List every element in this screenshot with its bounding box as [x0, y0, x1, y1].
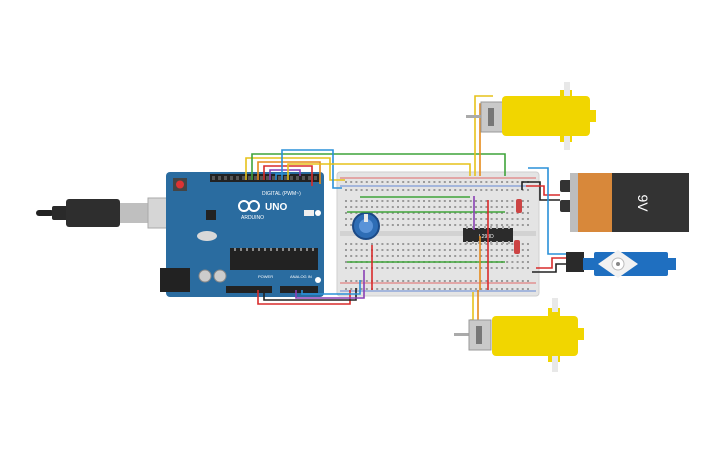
atmega-chip [230, 248, 318, 270]
power-jack [160, 268, 190, 292]
analog-header [280, 286, 318, 293]
driver-chip-label: L293D [479, 234, 494, 240]
resistor-1[interactable] [516, 199, 522, 213]
arduino-model-text: UNO [265, 202, 287, 213]
battery-9v[interactable]: 9V [560, 173, 689, 232]
resistor-2[interactable] [514, 240, 520, 254]
servo-motor[interactable] [566, 250, 676, 278]
analog-label: ANALOG IN [290, 274, 312, 279]
dc-motor-top[interactable] [466, 82, 596, 150]
arduino-uno-board[interactable]: DIGITAL (PWM~) ARDUINO UNO POWER ANALOG … [160, 172, 324, 297]
arduino-brand-text: ARDUINO [241, 215, 264, 221]
digital-header [210, 174, 320, 182]
power-header [226, 286, 272, 293]
arduino-logo-icon [238, 200, 260, 212]
potentiometer[interactable] [352, 212, 380, 240]
wires [245, 95, 570, 331]
battery-label: 9V [635, 194, 651, 212]
power-label: POWER [258, 274, 273, 279]
usb-cable [36, 197, 189, 229]
digital-pins-label: DIGITAL (PWM~) [262, 191, 301, 197]
dc-motor-bottom[interactable] [454, 298, 584, 372]
crystal-oscillator [197, 231, 217, 241]
